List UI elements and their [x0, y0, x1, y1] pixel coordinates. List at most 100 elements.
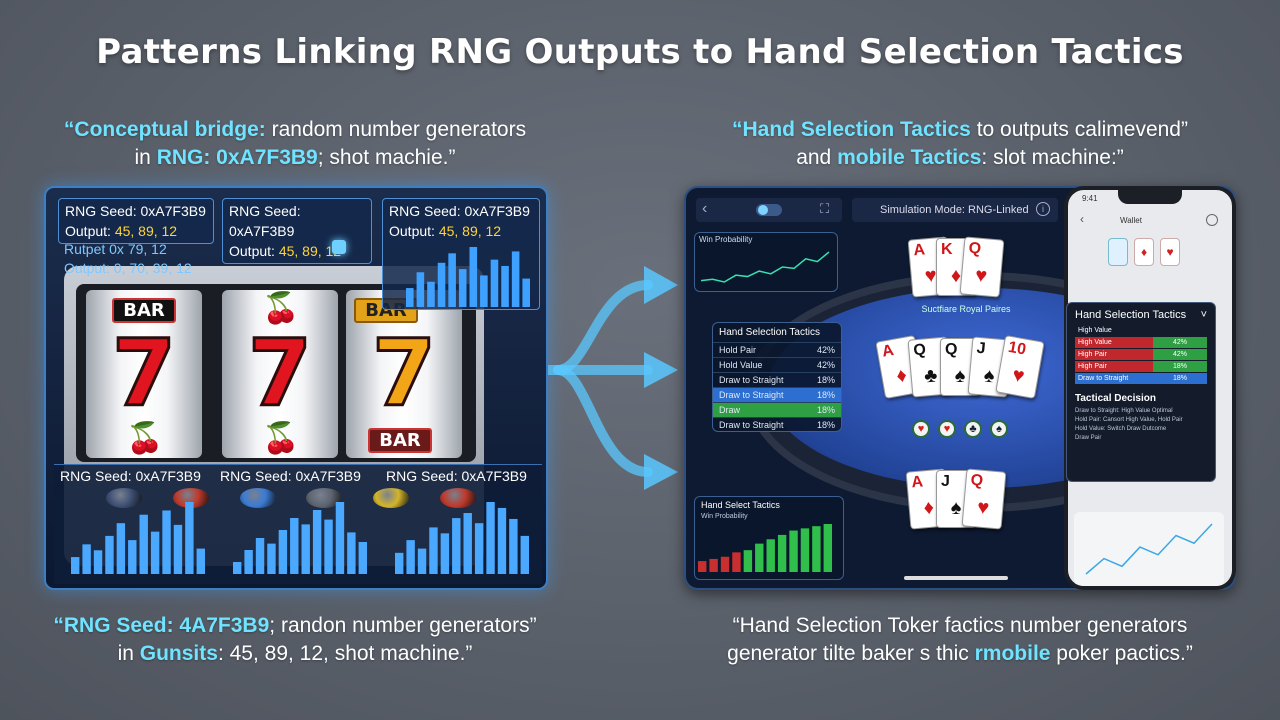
- chart-bar: [427, 281, 435, 307]
- overlay-row-name: Draw to Straight: [1075, 373, 1153, 384]
- tactic-name: Hold Pair: [719, 345, 757, 355]
- chart-bar: [116, 523, 126, 574]
- overlay-row-pct: 18%: [1153, 373, 1207, 384]
- chart-bar: [522, 278, 530, 307]
- chip-icon: ♥: [938, 420, 956, 438]
- chart-bar: [440, 533, 450, 574]
- chart-bar: [244, 550, 253, 574]
- chart-bar: [480, 275, 488, 307]
- card-suit-icon: ♠: [950, 497, 962, 519]
- arrow-mid-head: [644, 352, 678, 388]
- overlay-row-pct: 18%: [1153, 361, 1207, 372]
- phone-settings-icon[interactable]: [1206, 214, 1218, 226]
- chart-bar: [358, 542, 367, 574]
- slot-button[interactable]: [439, 488, 476, 508]
- chip-icon: ♥: [912, 420, 930, 438]
- slot-button[interactable]: [306, 488, 343, 508]
- bar-symbol: BAR: [112, 298, 176, 323]
- chart-bar: [720, 556, 730, 572]
- bar-chart-c: [395, 502, 529, 574]
- chart-bar: [406, 288, 414, 307]
- overlay-row[interactable]: High Value: [1075, 325, 1207, 336]
- overlay-row-pct: 42%: [1153, 337, 1207, 348]
- chart-bar: [233, 562, 242, 574]
- win-prob-panel: Win Probability: [694, 232, 838, 292]
- chart-bar: [267, 543, 276, 574]
- chart-bar: [150, 531, 160, 574]
- slot-button[interactable]: [239, 488, 276, 508]
- back-icon[interactable]: ‹: [702, 200, 708, 217]
- chart-bar: [812, 526, 821, 572]
- table-label: Suctfiare Royal Paires: [921, 304, 1011, 314]
- tactic-pct: 42%: [816, 360, 835, 370]
- win-prob-line-chart: [700, 251, 830, 283]
- chart-bar: [458, 269, 467, 307]
- bar-chart-b: [233, 502, 367, 574]
- sim-mode-field[interactable]: Simulation Mode: RNG-Linked: [852, 198, 1058, 222]
- chart-bar: [82, 544, 91, 574]
- chart-bar: [416, 272, 425, 307]
- hand-select-panel: Hand Select Tactics Win Probability: [694, 496, 844, 580]
- caption-top-right: “Hand Selection Tactics to outputs calim…: [732, 118, 1188, 169]
- chevron-down-icon[interactable]: ˅: [1200, 309, 1207, 321]
- chart-bar: [463, 513, 472, 574]
- home-indicator[interactable]: [904, 576, 1008, 580]
- overlay-row-name: High Value: [1078, 327, 1112, 334]
- tactic-name: Draw: [719, 405, 741, 415]
- phone-card-icon[interactable]: ♥: [1160, 238, 1180, 266]
- bottom-seed-2: RNG Seed: 0xA7F3B9: [220, 468, 361, 484]
- playing-card[interactable]: Q♥: [961, 468, 1007, 530]
- chart-bar: [743, 550, 753, 572]
- phone-card-icon[interactable]: [1108, 238, 1128, 266]
- tactic-row[interactable]: Hold Value 42%: [713, 357, 841, 372]
- toggle-switch[interactable]: [756, 204, 782, 216]
- slot-button[interactable]: [172, 488, 209, 508]
- playing-card[interactable]: Q♥: [959, 236, 1005, 298]
- fullscreen-icon[interactable]: ⛶: [820, 201, 830, 216]
- chart-bar: [789, 530, 798, 572]
- slot-button[interactable]: [373, 488, 410, 508]
- chart-bar: [335, 502, 345, 574]
- chart-bar: [301, 524, 310, 574]
- chart-bar: [469, 247, 478, 307]
- card-rank: Q: [945, 341, 958, 358]
- phone-back-icon[interactable]: ‹: [1080, 212, 1084, 226]
- chart-bar: [255, 538, 265, 574]
- phone-trend-chart: [1085, 523, 1213, 575]
- bottom-seed-1: RNG Seed: 0xA7F3B9: [60, 468, 201, 484]
- chart-bar: [823, 524, 832, 572]
- chart-bar: [448, 253, 456, 307]
- tactic-name: Hold Value: [719, 360, 763, 370]
- connector-node: [332, 240, 346, 254]
- info-icon[interactable]: i: [1036, 202, 1050, 216]
- chart-bar: [71, 557, 80, 574]
- arrow-bottom-head: [644, 454, 678, 490]
- chart-bar: [490, 259, 499, 307]
- card-rank: A: [880, 341, 896, 361]
- phone-card-icon[interactable]: ♦: [1134, 238, 1154, 266]
- phone-title: Wallet: [1120, 216, 1142, 225]
- arrow-top: [553, 280, 653, 375]
- slot-button[interactable]: [106, 488, 142, 508]
- card-rank: K: [941, 241, 953, 258]
- chart-bar: [324, 519, 333, 574]
- playing-card[interactable]: 10♥: [995, 334, 1045, 400]
- overlay-row-name: High Value: [1075, 337, 1153, 348]
- tactic-name: Draw to Straight: [719, 390, 784, 400]
- phone-time: 9:41: [1082, 194, 1098, 203]
- chart-bar: [128, 540, 137, 574]
- select-bar-chart: [698, 524, 832, 572]
- cards-top-row: A♥K♦Q♥: [907, 236, 1005, 298]
- chart-bar: [417, 548, 427, 574]
